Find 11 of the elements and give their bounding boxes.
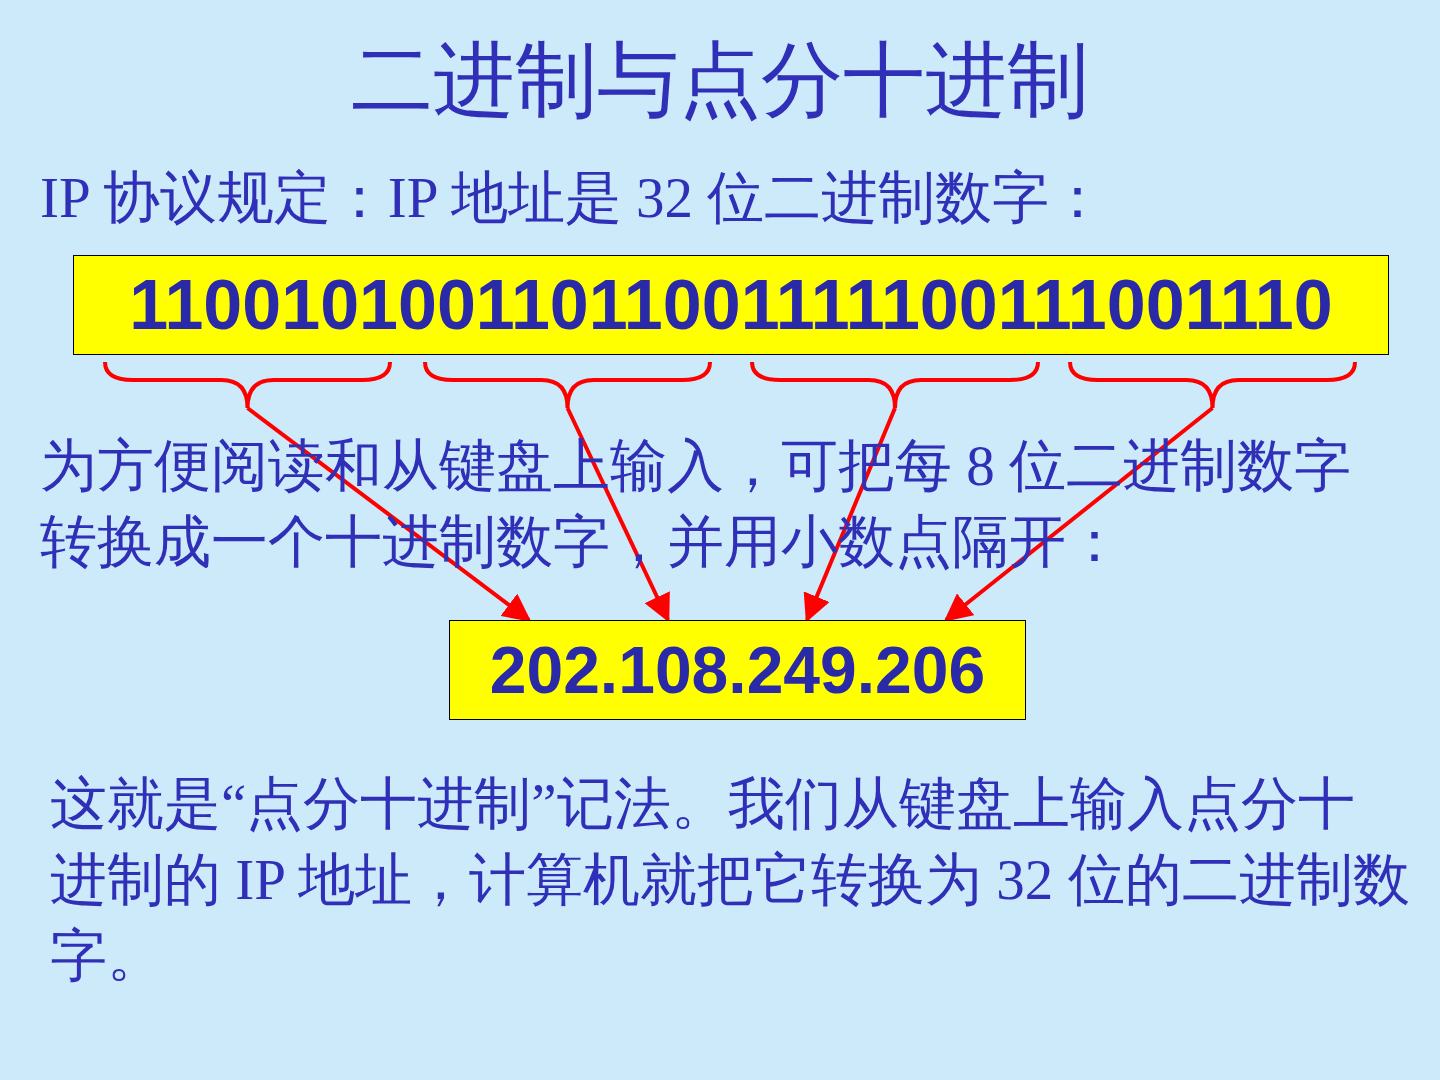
number-box: 202.108.249.206 bbox=[449, 620, 1026, 720]
curly-brace bbox=[423, 361, 712, 410]
curly-brace bbox=[750, 361, 1040, 410]
body-text: IP 协议规定：IP 地址是 32 位二进制数字： bbox=[40, 165, 1108, 231]
arrow bbox=[246, 406, 532, 622]
curly-brace bbox=[1068, 361, 1357, 410]
slide-title: 二进制与点分十进制 bbox=[350, 31, 1090, 129]
arrow bbox=[943, 406, 1214, 622]
curly-brace bbox=[103, 361, 392, 410]
body-text: 这就是“点分十进制”记法。我们从键盘上输入点分十进制的 IP 地址，计算机就把它转换为 32 位的二进制数字。 bbox=[50, 771, 1410, 989]
number-box: 11001010011011001111100111001110 bbox=[73, 255, 1389, 355]
